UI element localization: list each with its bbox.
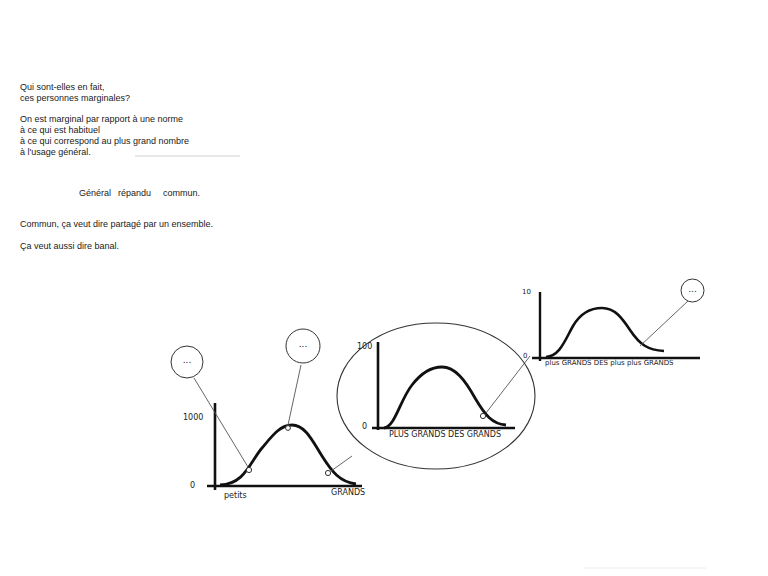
text-label: 0 (523, 353, 527, 361)
speech-bubble: ... (680, 278, 705, 303)
text-label: Ça veut aussi dire banal. (20, 242, 119, 252)
text-label: plus GRANDS DES plus plus GRANDS (545, 360, 674, 368)
x-axis (532, 357, 700, 359)
text-label: On est marginal par rapport à une norme (20, 115, 183, 125)
bell-curve (546, 308, 664, 357)
text-label: à l'usage général. (20, 148, 91, 158)
text-label: commun. (163, 189, 200, 199)
node-text: ... (183, 356, 192, 365)
bell-curve (384, 367, 506, 428)
leader-line (640, 301, 688, 346)
outline (337, 323, 535, 469)
leader-line (486, 356, 530, 413)
text-label: à ce qui est habituel (20, 126, 100, 136)
node-text: ... (299, 340, 308, 349)
marker (286, 426, 291, 431)
text-label: Général (79, 189, 111, 199)
x-axis (207, 485, 362, 488)
node-text: PLUS GRANDS DES GRANDS (389, 431, 501, 439)
node-text: 100 (357, 343, 372, 351)
zoom-circle: 100 0PLUS GRANDS DES GRANDS (336, 322, 536, 470)
leader-line (331, 456, 352, 471)
text-label: à ce qui correspond au plus grand nombre (20, 137, 189, 147)
faint-line (583, 568, 706, 569)
text-label: 10 (522, 289, 531, 297)
outline (681, 279, 704, 302)
underline (135, 156, 240, 157)
leader-line (194, 378, 248, 467)
marker (325, 470, 330, 475)
speech-bubble: ... (285, 328, 321, 364)
node-text: ... (688, 285, 697, 294)
marker (246, 467, 251, 472)
text-label: 0 (190, 482, 195, 491)
outline (171, 346, 203, 378)
text-label: Qui sont-elles en fait, (20, 83, 105, 93)
outline (286, 329, 320, 363)
text-label: répandu (118, 189, 151, 199)
text-label: Commun, ça veut dire partagé par un ense… (20, 220, 213, 230)
node-text: 0 (362, 423, 367, 431)
text-label: GRANDS (331, 489, 365, 498)
leader-line (288, 365, 301, 425)
marker (480, 413, 485, 418)
y-axis (539, 292, 541, 361)
text-label: ces personnes marginales? (20, 94, 130, 104)
x-axis (372, 427, 515, 430)
y-axis (214, 403, 217, 490)
speech-bubble: ... (170, 345, 204, 379)
text-label: petits (224, 492, 247, 501)
y-axis (377, 342, 380, 430)
text-label: 1000 (183, 414, 203, 423)
